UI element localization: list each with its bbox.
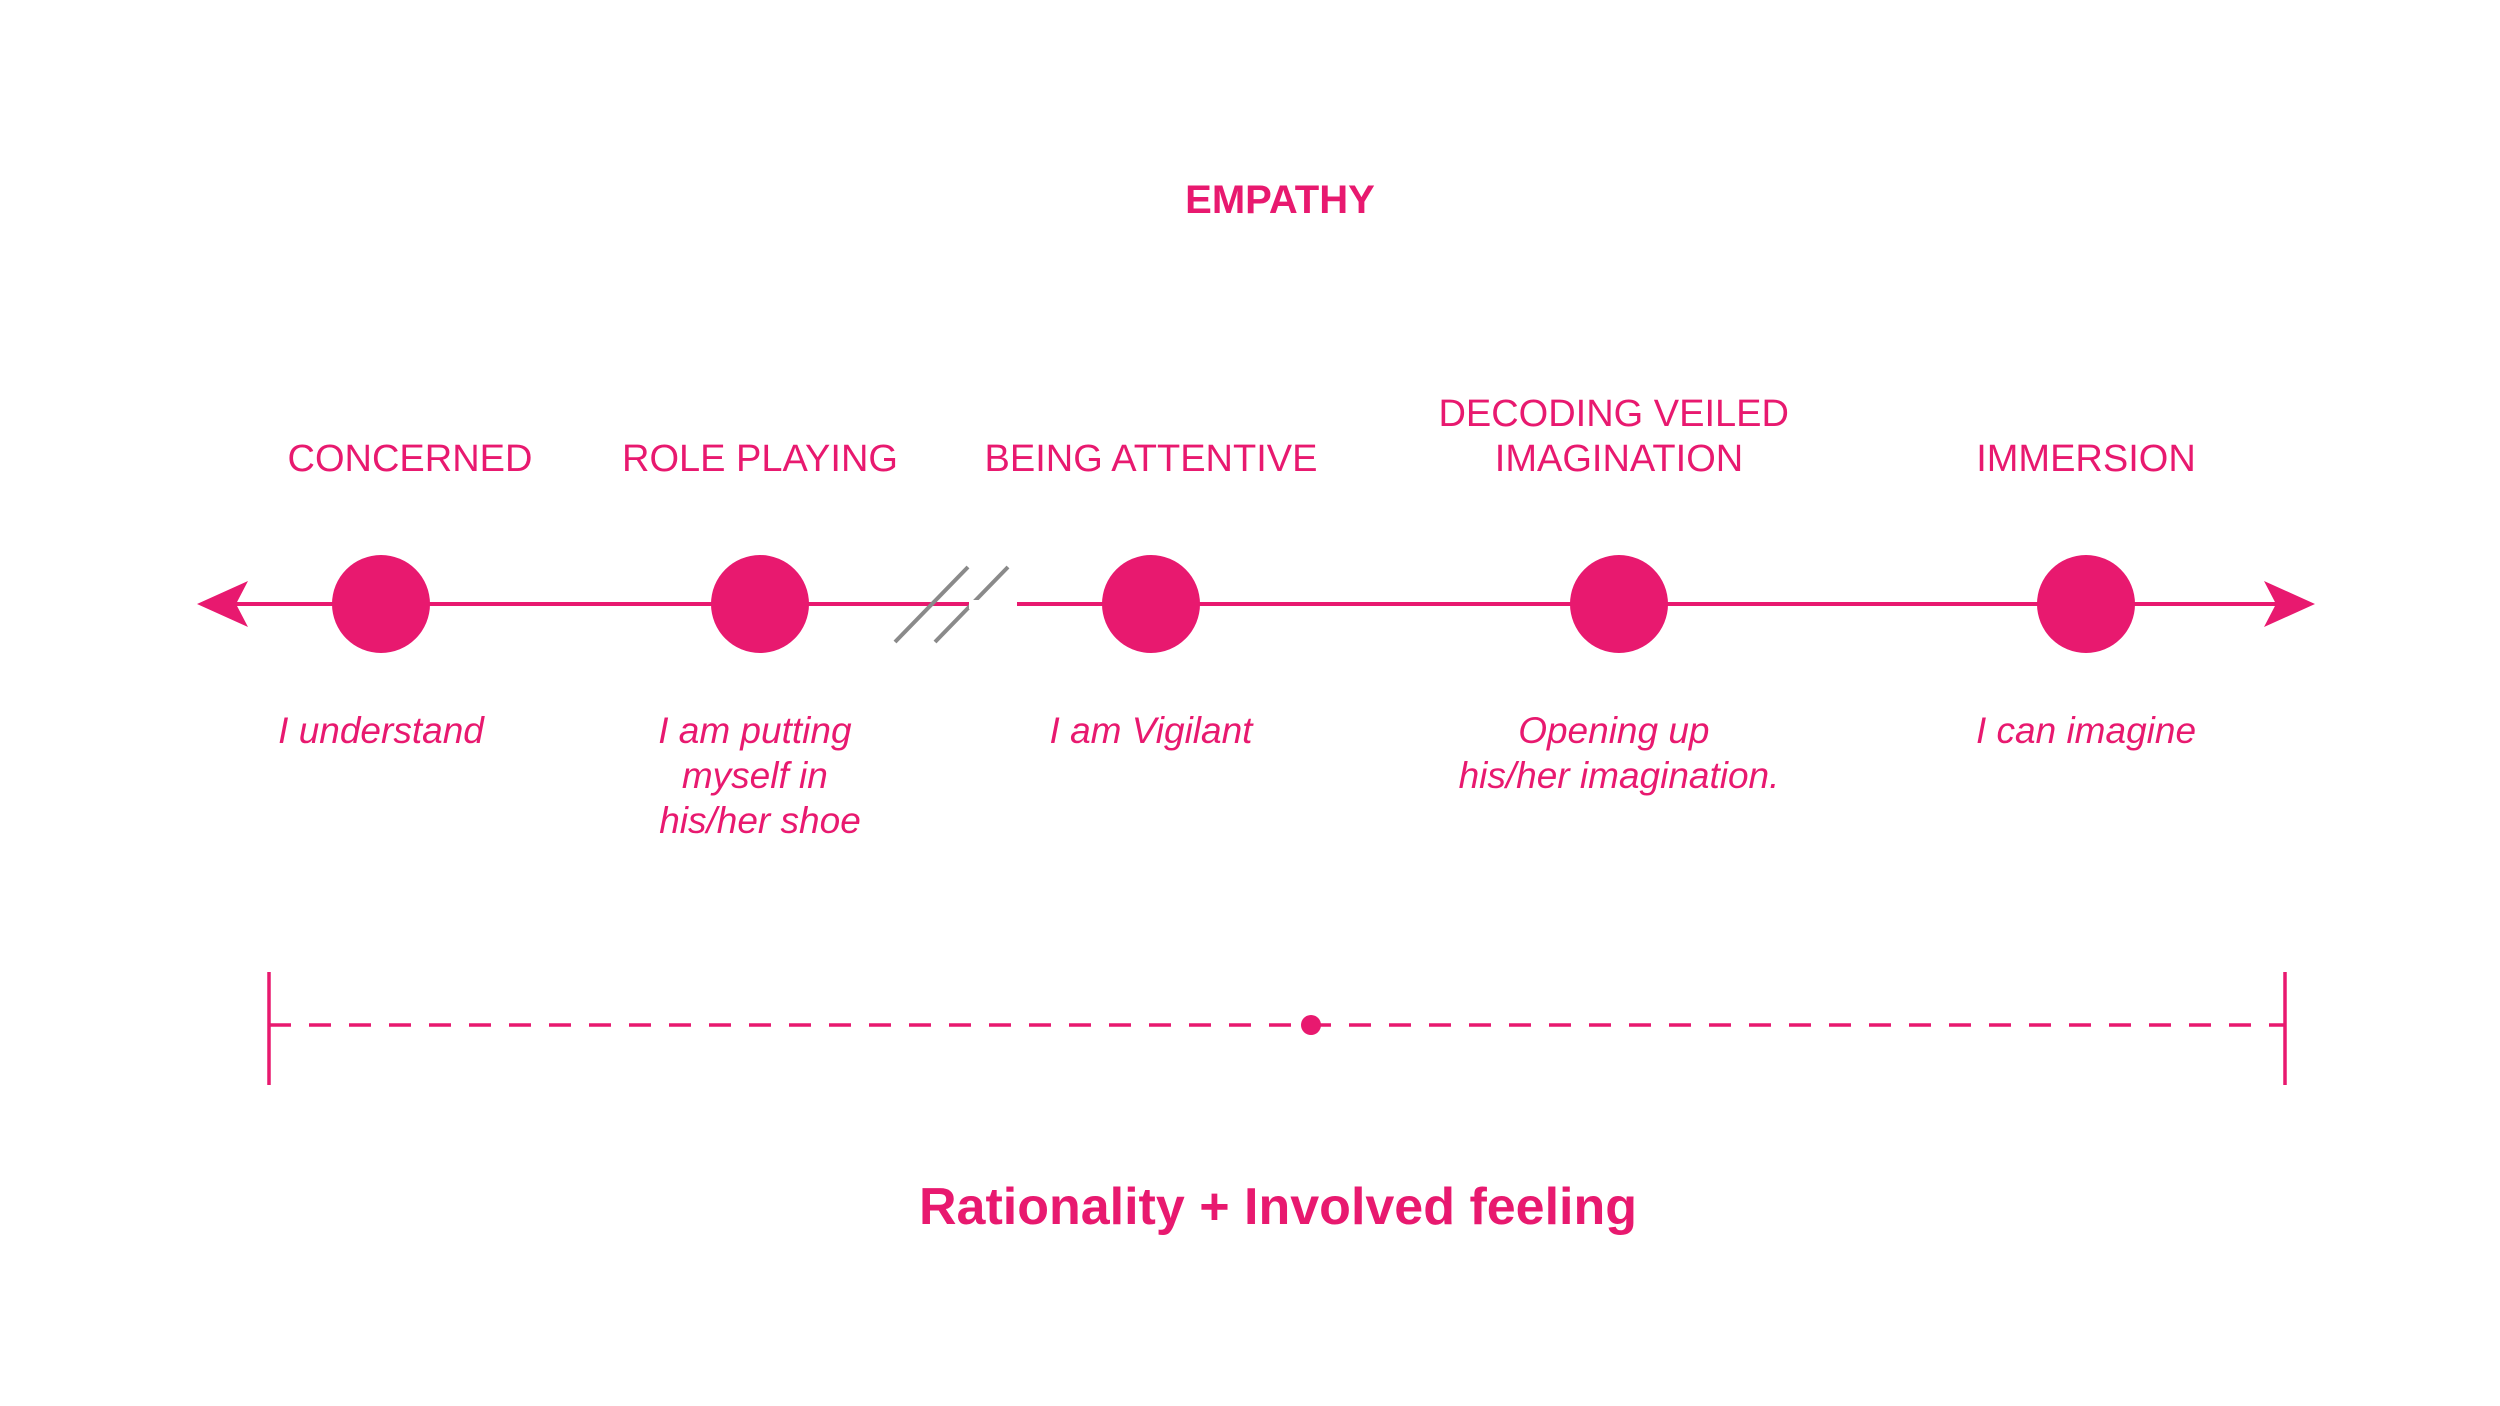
stage-label-line: DECODING VEILED	[1438, 393, 1789, 435]
stage-label-line: BEING ATTENTIVE	[985, 438, 1318, 480]
stage-label-line: IMMERSION	[1976, 438, 2196, 480]
stage-description-line: I can imagine	[1976, 710, 2196, 751]
stage-label: BEING ATTENTIVE	[985, 438, 1318, 480]
stage-immersion: IMMERSION I can imagine	[1976, 438, 2196, 751]
axis-break-icon	[893, 565, 1017, 644]
stage-description: I am putting myself in his/her shoe	[658, 710, 862, 841]
stage-marker	[1570, 555, 1668, 653]
scale-label: Rationality + Involved feeling	[919, 1178, 1637, 1236]
stage-description: I can imagine	[1976, 710, 2196, 751]
stage-label-line: IMAGINATION	[1495, 438, 1743, 480]
stage-description-line: I am Vigilant	[1050, 710, 1255, 751]
stage-marker	[1102, 555, 1200, 653]
stage-marker	[711, 555, 809, 653]
stage-description: Opening up his/her imagination.	[1459, 710, 1780, 796]
stage-description-line: I understand	[278, 710, 485, 751]
stage-decoding-veiled-imagination: DECODING VEILED IMAGINATION Opening up h…	[1438, 393, 1799, 796]
stage-description-line: Opening up	[1518, 710, 1709, 751]
diagram-title: EMPATHY	[1185, 178, 1375, 222]
stage-label: CONCERNED	[288, 438, 533, 480]
stage-description: I understand	[278, 710, 485, 751]
stage-description-line: myself in	[682, 755, 828, 796]
stage-concerned: CONCERNED I understand	[278, 438, 532, 751]
stage-description: I am Vigilant	[1050, 710, 1255, 751]
arrow-right-icon	[2264, 581, 2315, 627]
stage-label: IMMERSION	[1976, 438, 2196, 480]
stage-marker	[2037, 555, 2135, 653]
stage-description-line: I am putting	[658, 710, 852, 751]
stage-being-attentive: BEING ATTENTIVE I am Vigilant	[985, 438, 1318, 751]
empathy-axis	[197, 581, 2315, 627]
stage-marker	[332, 555, 430, 653]
rationality-scale	[267, 972, 2287, 1085]
stage-role-playing: ROLE PLAYING I am putting myself in his/…	[622, 438, 898, 841]
scale-midpoint-marker	[1301, 1015, 1321, 1035]
stage-label-line: CONCERNED	[288, 438, 533, 480]
stage-description-line: his/her imagination.	[1459, 755, 1780, 796]
stage-label: DECODING VEILED IMAGINATION	[1438, 393, 1799, 480]
stage-label-line: ROLE PLAYING	[622, 438, 898, 480]
arrow-left-icon	[197, 581, 248, 627]
stage-label: ROLE PLAYING	[622, 438, 898, 480]
stage-description-line: his/her shoe	[659, 800, 861, 841]
